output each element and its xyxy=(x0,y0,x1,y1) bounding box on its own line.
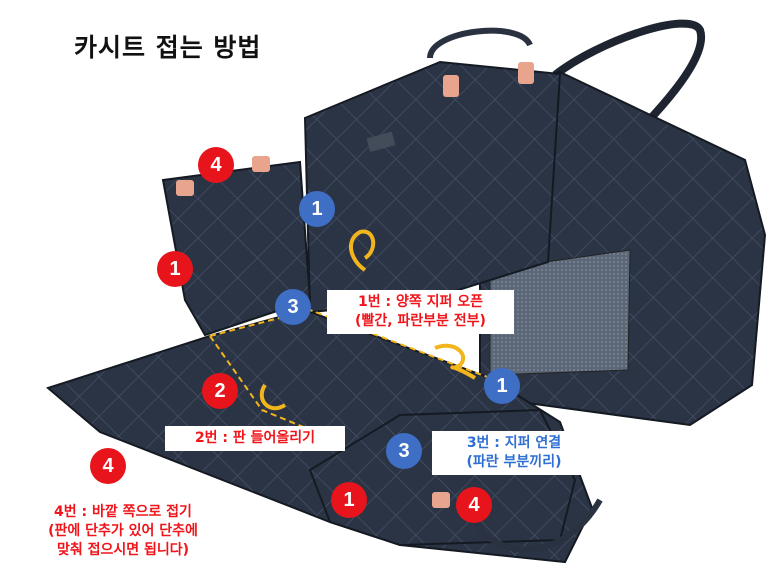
step-badge-3: 3 xyxy=(275,289,311,325)
step4-line1: 4번 : 바깥 쪽으로 접기 xyxy=(54,504,192,520)
step4-line3: 맞춰 접으시면 됩니다) xyxy=(56,542,190,558)
step-badge-1: 1 xyxy=(299,191,335,227)
step4-label: 4번 : 바깥 쪽으로 접기 (판에 단추가 있어 단추에 맞춰 접으시면 됩니… xyxy=(26,500,220,563)
step-badge-1: 1 xyxy=(331,482,367,518)
step2-label: 2번 : 판 들어올리기 xyxy=(165,426,345,451)
step3-line1: 3번 : 지퍼 연결 xyxy=(466,435,562,451)
mesh-pocket xyxy=(489,249,631,376)
bottom-handle xyxy=(467,498,603,553)
curved-arrow-icon xyxy=(259,383,287,411)
shoulder-strap xyxy=(552,19,706,153)
step-badge-2: 2 xyxy=(202,373,238,409)
step1-line2: (빨간, 파란부분 전부) xyxy=(355,313,486,329)
step3-label: 3번 : 지퍼 연결 (파란 부분끼리) xyxy=(432,431,596,475)
strap-clip xyxy=(518,62,534,84)
curved-arrow-icon xyxy=(349,229,376,272)
step-badge-4: 4 xyxy=(456,487,492,523)
step-badge-4: 4 xyxy=(90,448,126,484)
brand-tag xyxy=(366,131,396,152)
top-handle xyxy=(427,27,533,59)
step-badge-1: 1 xyxy=(157,251,193,287)
step-badge-3: 3 xyxy=(386,433,422,469)
step-badge-4: 4 xyxy=(198,147,234,183)
page-title: 카시트 접는 방법 xyxy=(74,33,262,62)
step-badge-1: 1 xyxy=(484,368,520,404)
step4-line2: (판에 단추가 있어 단추에 xyxy=(48,523,198,539)
step2-line1: 2번 : 판 들어올리기 xyxy=(194,430,316,446)
strap-clip xyxy=(252,156,270,172)
step3-line2: (파란 부분끼리) xyxy=(466,454,562,470)
step1-line1: 1번 : 양쪽 지퍼 오픈 xyxy=(358,294,483,310)
strap-clip xyxy=(176,180,194,196)
curved-arrow-icon xyxy=(434,343,477,380)
strap-clip xyxy=(443,75,459,97)
strap-clip xyxy=(432,492,450,508)
step1-label: 1번 : 양쪽 지퍼 오픈 (빨간, 파란부분 전부) xyxy=(327,290,514,334)
